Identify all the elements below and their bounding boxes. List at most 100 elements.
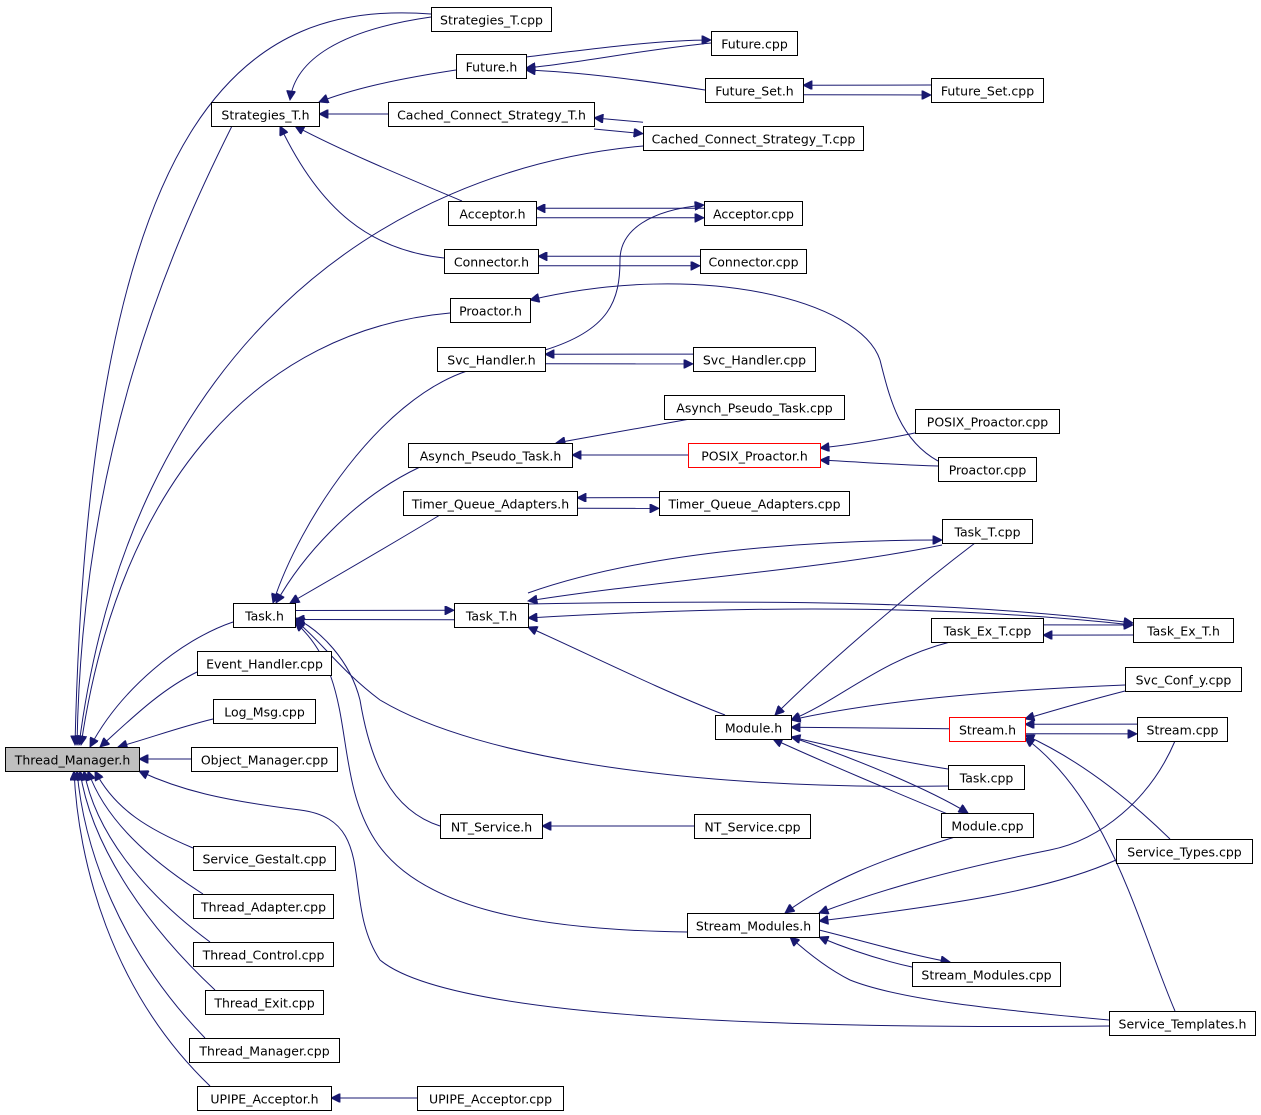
node-thread-control-cpp[interactable]: Thread_Control.cpp — [193, 942, 334, 967]
node-box — [942, 519, 1033, 544]
node-acceptor-h[interactable]: Acceptor.h — [448, 201, 537, 226]
node-service-templates-h[interactable]: Service_Templates.h — [1109, 1011, 1256, 1036]
node-box — [403, 491, 578, 516]
node-label: Task_Ex_T.h — [1146, 624, 1220, 639]
edge-task-t-cpp-to-module-h — [775, 542, 976, 715]
node-thread-exit-cpp[interactable]: Thread_Exit.cpp — [205, 990, 324, 1015]
node-task-ex-t-cpp[interactable]: Task_Ex_T.cpp — [931, 618, 1044, 643]
node-label: Svc_Handler.cpp — [703, 353, 806, 368]
edge-strategies-t-cpp-to-thread-manager-h — [75, 12, 432, 745]
node-upipe-acceptor-h[interactable]: UPIPE_Acceptor.h — [197, 1086, 332, 1111]
node-posix-proactor-cpp[interactable]: POSIX_Proactor.cpp — [915, 409, 1060, 434]
edge-stream-h-to-module-h — [791, 727, 950, 728]
node-future-set-cpp[interactable]: Future_Set.cpp — [931, 78, 1044, 103]
node-future-h[interactable]: Future.h — [456, 54, 527, 79]
node-svc-handler-cpp[interactable]: Svc_Handler.cpp — [693, 347, 816, 372]
node-connector-h[interactable]: Connector.h — [444, 249, 539, 274]
node-cached-connect-strategy-t-cpp[interactable]: Cached_Connect_Strategy_T.cpp — [643, 126, 864, 151]
node-strategies-t-h[interactable]: Strategies_T.h — [211, 102, 320, 127]
node-svc-handler-h[interactable]: Svc_Handler.h — [437, 347, 546, 372]
node-label: Cached_Connect_Strategy_T.h — [397, 108, 586, 123]
node-box — [189, 1038, 340, 1063]
node-box — [1125, 667, 1242, 692]
node-log-msg-cpp[interactable]: Log_Msg.cpp — [213, 699, 316, 724]
node-box — [711, 31, 798, 56]
node-timer-queue-adapters-h[interactable]: Timer_Queue_Adapters.h — [403, 491, 578, 516]
node-box — [1109, 1011, 1256, 1036]
node-label: POSIX_Proactor.cpp — [927, 415, 1048, 430]
node-asynch-pseudo-task-h[interactable]: Asynch_Pseudo_Task.h — [408, 443, 573, 468]
node-connector-cpp[interactable]: Connector.cpp — [700, 249, 807, 274]
node-label: Svc_Handler.h — [447, 353, 535, 368]
node-label: Thread_Manager.cpp — [198, 1044, 329, 1059]
node-box — [700, 249, 807, 274]
node-box — [450, 298, 531, 323]
node-label: Event_Handler.cpp — [206, 657, 323, 672]
node-stream-cpp[interactable]: Stream.cpp — [1137, 717, 1228, 742]
node-task-h[interactable]: Task.h — [233, 603, 296, 628]
edge-connector-h-to-strategies-t-h — [280, 126, 445, 259]
node-task-t-cpp[interactable]: Task_T.cpp — [942, 519, 1033, 544]
node-posix-proactor-h[interactable]: POSIX_Proactor.h — [688, 443, 821, 468]
node-nt-service-h[interactable]: NT_Service.h — [440, 814, 543, 839]
node-label: Asynch_Pseudo_Task.cpp — [676, 401, 832, 416]
node-proactor-cpp[interactable]: Proactor.cpp — [938, 457, 1037, 482]
node-label: Log_Msg.cpp — [224, 705, 305, 720]
node-acceptor-cpp[interactable]: Acceptor.cpp — [704, 201, 803, 226]
node-module-cpp[interactable]: Module.cpp — [941, 813, 1034, 838]
node-strategies-t-cpp[interactable]: Strategies_T.cpp — [431, 7, 552, 32]
node-stream-h[interactable]: Stream.h — [949, 717, 1026, 742]
edge-posix-proactor-cpp-to-posix-proactor-h — [820, 432, 916, 448]
node-label: Acceptor.cpp — [713, 207, 794, 222]
node-service-gestalt-cpp[interactable]: Service_Gestalt.cpp — [193, 846, 336, 871]
node-upipe-acceptor-cpp[interactable]: UPIPE_Acceptor.cpp — [417, 1086, 564, 1111]
edge-task-t-cpp-to-task-t-h — [528, 544, 943, 601]
node-box — [454, 603, 529, 628]
node-future-cpp[interactable]: Future.cpp — [711, 31, 798, 56]
node-object-manager-cpp[interactable]: Object_Manager.cpp — [191, 747, 338, 772]
node-label: Thread_Exit.cpp — [213, 996, 314, 1011]
node-label: Timer_Queue_Adapters.h — [411, 497, 569, 512]
node-box — [643, 126, 864, 151]
node-box — [693, 347, 816, 372]
node-label: Proactor.h — [459, 304, 522, 319]
node-label: Module.h — [725, 721, 782, 736]
node-cached-connect-strategy-t-h[interactable]: Cached_Connect_Strategy_T.h — [388, 102, 595, 127]
node-task-ex-t-h[interactable]: Task_Ex_T.h — [1133, 618, 1234, 643]
node-box — [440, 814, 543, 839]
node-stream-modules-h[interactable]: Stream_Modules.h — [687, 913, 820, 938]
node-event-handler-cpp[interactable]: Event_Handler.cpp — [197, 651, 332, 676]
edge-timer-queue-adapters-h-to-task-h — [290, 514, 441, 603]
node-thread-adapter-cpp[interactable]: Thread_Adapter.cpp — [193, 894, 334, 919]
edge-service-gestalt-cpp-to-thread-manager-h — [95, 771, 194, 849]
node-proactor-h[interactable]: Proactor.h — [450, 298, 531, 323]
node-label: Strategies_T.cpp — [440, 13, 543, 28]
node-thread-manager-cpp[interactable]: Thread_Manager.cpp — [189, 1038, 340, 1063]
node-nt-service-cpp[interactable]: NT_Service.cpp — [694, 814, 811, 839]
edge-acceptor-h-to-strategies-t-h — [295, 126, 463, 202]
node-box — [193, 846, 336, 871]
node-label: Task_T.h — [465, 609, 517, 624]
node-label: UPIPE_Acceptor.cpp — [429, 1092, 552, 1107]
node-box — [213, 699, 316, 724]
node-module-h[interactable]: Module.h — [715, 715, 792, 740]
node-thread-manager-h[interactable]: Thread_Manager.h — [5, 747, 140, 772]
node-svc-conf-y-cpp[interactable]: Svc_Conf_y.cpp — [1125, 667, 1242, 692]
node-timer-queue-adapters-cpp[interactable]: Timer_Queue_Adapters.cpp — [659, 491, 850, 516]
node-label: Module.cpp — [951, 819, 1023, 834]
node-label: Service_Types.cpp — [1127, 845, 1241, 860]
edge-svc-conf-y-cpp-to-module-h — [791, 684, 1126, 720]
node-service-types-cpp[interactable]: Service_Types.cpp — [1116, 839, 1253, 864]
node-label: Connector.h — [454, 255, 529, 270]
edge-module-cpp-to-module-h — [773, 739, 951, 816]
node-stream-modules-cpp[interactable]: Stream_Modules.cpp — [912, 962, 1061, 987]
edge-service-templates-h-to-stream-modules-h — [790, 937, 1110, 1021]
node-label: Stream_Modules.cpp — [921, 968, 1051, 983]
node-box — [1133, 618, 1234, 643]
node-task-t-h[interactable]: Task_T.h — [454, 603, 529, 628]
node-future-set-h[interactable]: Future_Set.h — [705, 78, 804, 103]
node-task-cpp[interactable]: Task.cpp — [948, 765, 1025, 790]
node-label: Task_T.cpp — [953, 525, 1020, 540]
node-asynch-pseudo-task-cpp[interactable]: Asynch_Pseudo_Task.cpp — [664, 395, 845, 420]
edge-log-msg-cpp-to-thread-manager-h — [118, 718, 214, 747]
